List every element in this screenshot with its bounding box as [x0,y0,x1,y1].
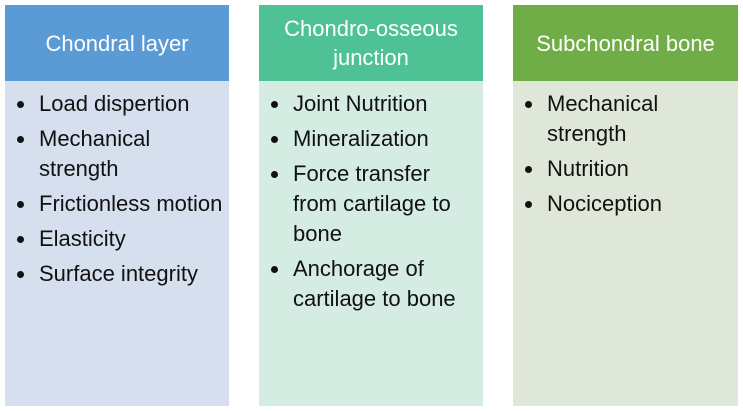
bullet-icon [271,171,278,178]
list-item: Load dispertion [5,89,229,119]
list-item: Mechanical strength [513,89,738,149]
list-item: Surface integrity [5,259,229,289]
bullet-icon [17,101,24,108]
bullet-icon [271,101,278,108]
item-text: Surface integrity [39,261,198,286]
column-body: Mechanical strength Nutrition Nociceptio… [513,81,738,406]
item-text: Frictionless motion [39,191,223,216]
bullet-icon [525,166,532,173]
bullet-icon [17,271,24,278]
bullet-icon [271,266,278,273]
column-header: Chondro-osseous junction [259,5,483,81]
column-subchondral-bone: Subchondral bone Mechanical strength Nut… [513,5,738,406]
bullet-icon [525,101,532,108]
list-item: Mechanical strength [5,124,229,184]
column-chondral-layer: Chondral layer Load dispertion Mechanica… [5,5,229,406]
list-item: Elasticity [5,224,229,254]
list-item: Nutrition [513,154,738,184]
item-text: Elasticity [39,226,126,251]
list-item: Nociception [513,189,738,219]
item-text: Mechanical strength [39,126,151,181]
item-list: Load dispertion Mechanical strength Fric… [5,89,229,289]
item-list: Mechanical strength Nutrition Nociceptio… [513,89,738,219]
item-text: Nociception [547,191,662,216]
bullet-icon [271,136,278,143]
bullet-icon [17,136,24,143]
list-item: Mineralization [259,124,483,154]
column-body: Load dispertion Mechanical strength Fric… [5,81,229,406]
column-header: Subchondral bone [513,5,738,81]
item-text: Load dispertion [39,91,190,116]
item-text: Nutrition [547,156,629,181]
bullet-icon [525,201,532,208]
item-text: Anchorage of cartilage to bone [293,256,456,311]
column-header: Chondral layer [5,5,229,81]
bullet-icon [17,201,24,208]
item-text: Mineralization [293,126,429,151]
item-list: Joint Nutrition Mineralization Force tra… [259,89,483,314]
column-body: Joint Nutrition Mineralization Force tra… [259,81,483,406]
item-text: Force transfer from cartilage to bone [293,161,451,246]
list-item: Joint Nutrition [259,89,483,119]
bullet-icon [17,236,24,243]
list-item: Frictionless motion [5,189,229,219]
item-text: Joint Nutrition [293,91,428,116]
column-chondro-osseous-junction: Chondro-osseous junction Joint Nutrition… [259,5,483,406]
list-item: Force transfer from cartilage to bone [259,159,483,249]
list-item: Anchorage of cartilage to bone [259,254,483,314]
item-text: Mechanical strength [547,91,659,146]
